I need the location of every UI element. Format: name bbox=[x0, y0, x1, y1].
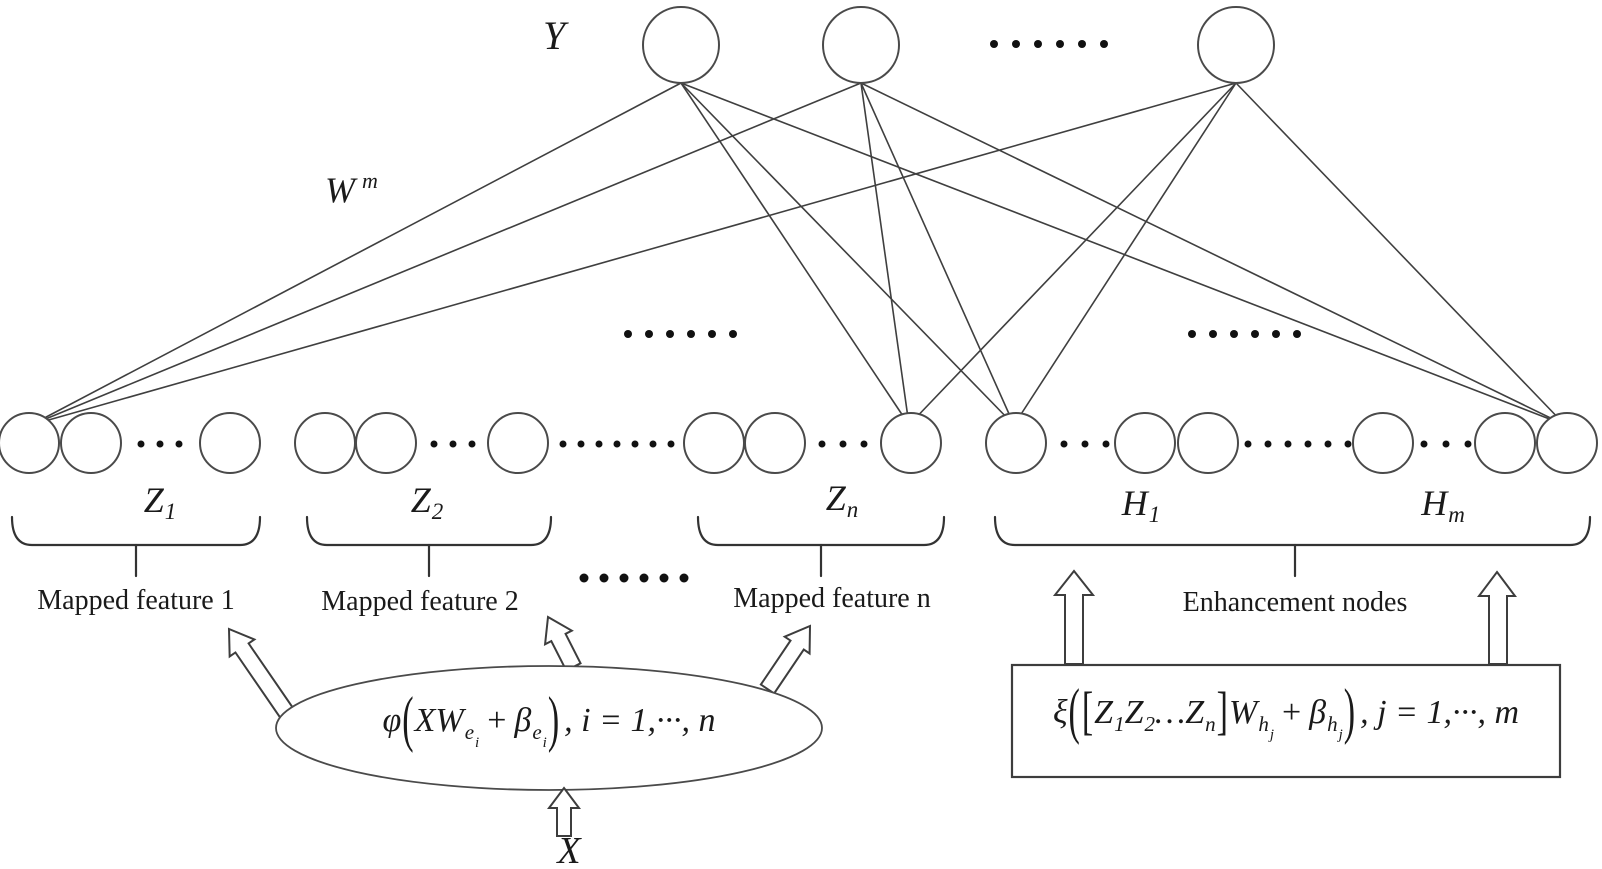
zn-sub: n bbox=[846, 497, 859, 522]
plus-sign: + bbox=[1281, 694, 1302, 731]
group-label-zn: Zn bbox=[826, 480, 859, 521]
output-nodes bbox=[642, 6, 1275, 84]
caption-mapped-feature-n: Mapped feature n bbox=[733, 583, 931, 614]
arrow-input-x bbox=[547, 786, 581, 837]
open-paren: ( bbox=[1068, 677, 1080, 747]
brace-z1 bbox=[10, 515, 262, 578]
ellipsis-dots bbox=[137, 40, 1472, 583]
open-paren: ( bbox=[402, 685, 414, 755]
dots-h-separator bbox=[1244, 440, 1352, 448]
xi-symbol: ξ bbox=[1052, 694, 1068, 731]
brace-enhancement bbox=[993, 515, 1592, 578]
dots-h-row-2 bbox=[1420, 440, 1472, 448]
weight-base: W bbox=[325, 170, 355, 210]
beta-term-subsub: j bbox=[1338, 727, 1343, 743]
dots-mid-left bbox=[624, 330, 737, 338]
output-label-y: Y bbox=[543, 13, 566, 58]
brace-zn bbox=[696, 515, 946, 578]
z-ellipsis: … bbox=[1155, 694, 1186, 731]
weight-superscript: m bbox=[362, 168, 378, 193]
dots-h-row-1 bbox=[1060, 440, 1110, 448]
dots-z2-row bbox=[430, 440, 476, 448]
feature-formula: φ(XWei+βei), i = 1,···, n bbox=[382, 686, 716, 754]
enhancement-index-range: , j = 1,···, m bbox=[1360, 694, 1520, 731]
caption-mapped-feature-2: Mapped feature 2 bbox=[321, 586, 519, 617]
output-edges bbox=[30, 82, 1566, 426]
dots-caption-row bbox=[579, 573, 689, 583]
feature-term2-sub: e bbox=[532, 720, 542, 744]
z2-sub: 2 bbox=[431, 499, 444, 524]
close-paren: ) bbox=[547, 685, 560, 755]
group-label-z2: Z2 bbox=[411, 482, 444, 523]
dots-output-row bbox=[990, 40, 1108, 48]
feature-term1-subsub: i bbox=[475, 735, 480, 751]
z1-term: Z bbox=[1094, 694, 1114, 731]
w-term: W bbox=[1228, 694, 1258, 731]
zn-base: Z bbox=[825, 478, 846, 518]
group-label-h1: H1 bbox=[1122, 485, 1161, 526]
arrow-enhancement-left bbox=[1052, 569, 1096, 665]
dots-z-separator bbox=[559, 440, 675, 448]
feature-term2: β bbox=[514, 702, 532, 739]
beta-term-sub: h bbox=[1327, 712, 1338, 736]
h1-base: H bbox=[1121, 483, 1148, 523]
hm-sub: m bbox=[1448, 502, 1465, 527]
z2-term-sub: 2 bbox=[1144, 712, 1156, 736]
beta-term: β bbox=[1309, 694, 1327, 731]
arrow-enhancement-right bbox=[1477, 570, 1517, 665]
z1-sub: 1 bbox=[164, 499, 177, 524]
dots-zn-row bbox=[818, 440, 868, 448]
dots-mid-right bbox=[1188, 330, 1301, 338]
close-paren: ) bbox=[1343, 677, 1356, 747]
group-braces bbox=[10, 515, 1592, 578]
enhancement-formula-box bbox=[1010, 663, 1562, 779]
arrow-to-mapped-feature-2 bbox=[543, 615, 582, 672]
close-bracket: ] bbox=[1216, 683, 1228, 741]
caption-enhancement-nodes: Enhancement nodes bbox=[1182, 587, 1408, 618]
group-label-z1: Z1 bbox=[144, 482, 177, 523]
arrow-to-mapped-feature-n bbox=[759, 624, 812, 695]
zn-term: Z bbox=[1185, 694, 1205, 731]
feature-term2-subsub: i bbox=[542, 735, 547, 751]
feature-term1-sub: e bbox=[464, 720, 475, 744]
h1-sub: 1 bbox=[1148, 502, 1161, 527]
z2-base: Z bbox=[410, 480, 431, 520]
z1-base: Z bbox=[143, 480, 164, 520]
vertical-arrows bbox=[547, 569, 1517, 837]
group-label-hm: Hm bbox=[1421, 485, 1465, 526]
feature-enhancement-nodes bbox=[0, 412, 1598, 474]
w-term-subsub: j bbox=[1269, 727, 1274, 743]
z2-term: Z bbox=[1124, 694, 1144, 731]
input-label-x: X bbox=[557, 830, 581, 869]
z1-term-sub: 1 bbox=[1114, 712, 1125, 736]
enhancement-formula: ξ([Z1Z2…Zn]Whj+βhj), j = 1,···, m bbox=[1052, 678, 1520, 746]
open-bracket: [ bbox=[1081, 683, 1094, 741]
feature-index-range: , i = 1,···, n bbox=[564, 702, 716, 739]
plus-sign: + bbox=[487, 702, 507, 739]
zn-term-sub: n bbox=[1205, 712, 1216, 736]
feature-formula-ellipse bbox=[275, 665, 823, 791]
brace-z2 bbox=[305, 515, 553, 578]
caption-mapped-feature-1: Mapped feature 1 bbox=[37, 585, 235, 616]
feature-term1: XW bbox=[414, 702, 464, 739]
w-term-sub: h bbox=[1258, 712, 1269, 736]
phi-symbol: φ bbox=[382, 702, 402, 739]
hm-base: H bbox=[1421, 483, 1448, 523]
dots-z1-row bbox=[137, 440, 183, 448]
arrow-to-mapped-feature-1 bbox=[227, 627, 295, 719]
